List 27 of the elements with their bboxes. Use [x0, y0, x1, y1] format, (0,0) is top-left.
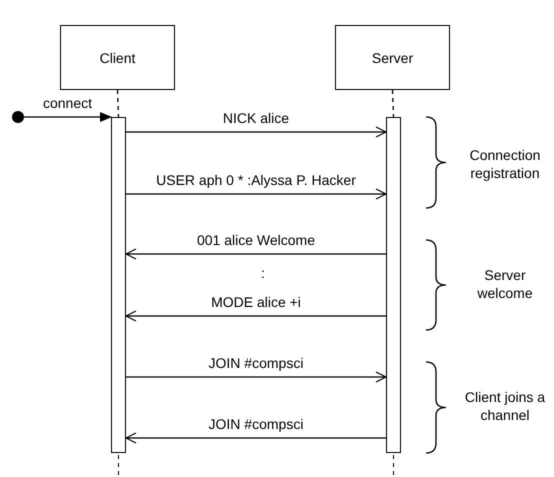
lifeline [392, 90, 394, 118]
message-arrow [24, 112, 112, 122]
message-arrow [125, 432, 386, 444]
phase-label: Server welcome [476, 266, 534, 302]
message-label: JOIN #compsci [208, 355, 304, 372]
message-arrow [126, 126, 387, 138]
message-arrow [125, 310, 386, 322]
start-dot [12, 111, 24, 123]
message-arrow [125, 248, 386, 260]
lifeline-name: Client [100, 50, 136, 66]
message-label: 001 alice Welcome [196, 232, 316, 249]
message-label: USER aph 0 * :Alyssa P. Hacker [155, 172, 357, 189]
message-arrow [126, 371, 387, 383]
lifeline-header-box [335, 25, 450, 90]
phase-label: Client joins a channel [464, 388, 546, 424]
message-label: connect [42, 95, 94, 112]
phase-label: Connection registration [468, 146, 542, 182]
message-label: NICK alice [222, 110, 290, 127]
message-arrow [126, 188, 387, 200]
message-label: MODE alice +i [210, 294, 302, 311]
activation-bar [386, 117, 401, 453]
activation-bar [111, 117, 126, 453]
lifeline [116, 90, 120, 118]
ellipsis-mark: : [260, 264, 266, 282]
message-label: JOIN #compsci [208, 416, 304, 433]
lifeline-header-box [60, 25, 175, 90]
lifeline-name: Server [372, 50, 414, 66]
